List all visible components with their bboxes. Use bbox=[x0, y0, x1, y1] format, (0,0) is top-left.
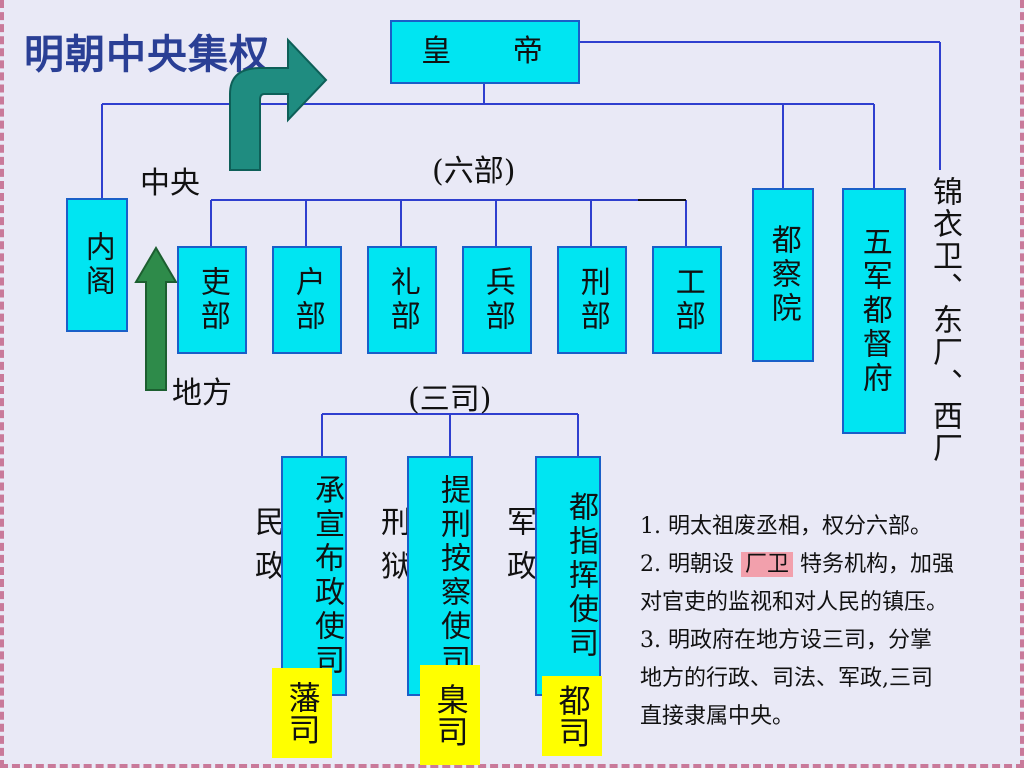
office-box: 都指挥使司 bbox=[535, 456, 601, 696]
office-box: 提刑按察使司 bbox=[407, 456, 473, 696]
six-ministries-label: (六部) bbox=[432, 154, 516, 189]
local-label: 地方 bbox=[172, 376, 232, 411]
note-line: 1. 明太祖废丞相，权分六部。 bbox=[640, 514, 932, 539]
note-line: 2. 明朝设 厂卫 特务机构，加强 bbox=[640, 546, 1010, 584]
up-arrow-icon bbox=[134, 246, 178, 391]
page-title: 明朝中央集权 bbox=[24, 32, 270, 78]
censorate-box: 都察院 bbox=[752, 188, 814, 362]
grand-secretariat-box: 内阁 bbox=[66, 198, 128, 332]
central-label: 中央 bbox=[140, 166, 200, 201]
office-short-tag: 臬司 bbox=[420, 665, 480, 765]
office-box: 承宣布政使司 bbox=[281, 456, 347, 696]
three-offices-label: (三司) bbox=[408, 382, 492, 417]
note-line: 3. 明政府在地方设三司，分掌 bbox=[640, 628, 932, 653]
ministry-box: 吏部 bbox=[177, 246, 247, 354]
civil-label: 民政 bbox=[249, 506, 284, 594]
highlight-term: 厂卫 bbox=[740, 552, 793, 577]
five-armies-box: 五军都督府 bbox=[842, 188, 906, 434]
secret-police-label: 锦衣卫、东厂、西厂 bbox=[927, 176, 962, 464]
note-line: 对官吏的监视和对人民的镇压。 bbox=[640, 590, 949, 615]
note-text: 2. 明朝设 bbox=[640, 552, 734, 577]
ministry-box: 兵部 bbox=[462, 246, 532, 354]
note-text: 特务机构，加强 bbox=[800, 552, 955, 577]
justice-label: 刑狱 bbox=[375, 506, 410, 594]
curved-up-right-arrow-icon bbox=[229, 37, 328, 171]
office-short-tag: 藩司 bbox=[272, 668, 332, 758]
notes: 1. 明太祖废丞相，权分六部。 2. 明朝设 厂卫 特务机构，加强 对官吏的监视… bbox=[640, 508, 1010, 736]
ministry-box: 刑部 bbox=[557, 246, 627, 354]
emperor-box: 皇 帝 bbox=[390, 20, 580, 84]
office-short-tag: 都司 bbox=[542, 676, 602, 756]
military-label: 军政 bbox=[501, 506, 536, 594]
ministry-box: 礼部 bbox=[367, 246, 437, 354]
ministry-box: 工部 bbox=[652, 246, 722, 354]
note-line: 直接隶属中央。 bbox=[640, 704, 795, 729]
ministry-box: 户部 bbox=[272, 246, 342, 354]
note-line: 地方的行政、司法、军政,三司 bbox=[640, 666, 933, 691]
